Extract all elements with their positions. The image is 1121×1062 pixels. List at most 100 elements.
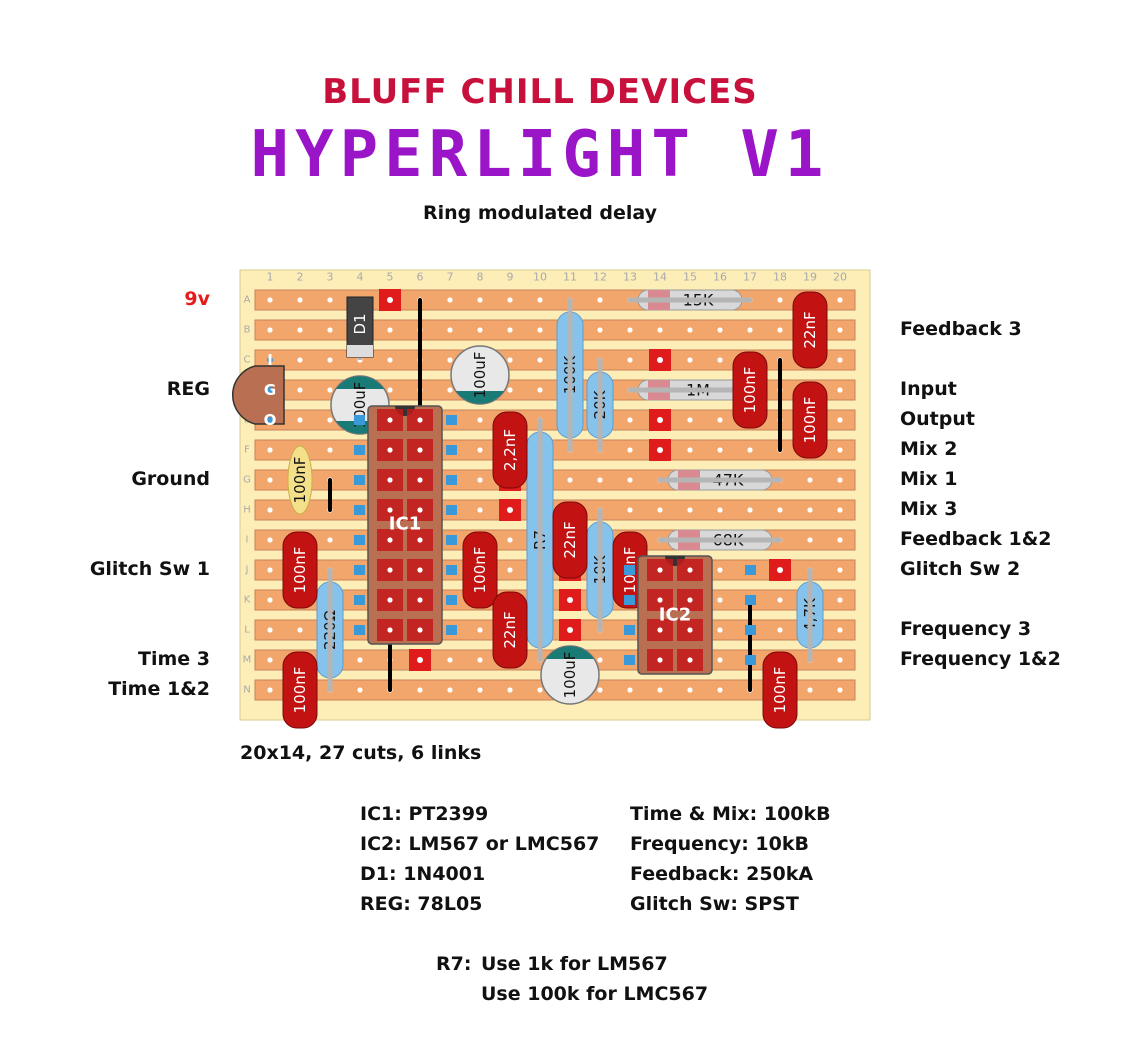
row-letter: K	[244, 595, 251, 606]
row-letter: L	[244, 625, 250, 636]
hole	[267, 477, 273, 483]
right-label: Mix 1	[900, 468, 958, 490]
spec-frequency: Frequency: 10kB	[630, 833, 809, 855]
hole	[327, 417, 333, 423]
spec-time-mix: Time & Mix: 100kB	[630, 803, 831, 825]
capacitor-label: 22nF	[801, 311, 819, 348]
hole	[837, 687, 843, 693]
right-label: Frequency 3	[900, 618, 1032, 640]
hole	[837, 447, 843, 453]
ic-socket-mark	[745, 565, 756, 575]
hole	[297, 627, 303, 633]
row-letter: B	[244, 325, 251, 336]
hole	[687, 687, 693, 693]
hole	[747, 447, 753, 453]
hole	[627, 327, 633, 333]
ic-pin	[687, 627, 693, 633]
column-number: 11	[563, 271, 577, 284]
column-number: 12	[593, 271, 607, 284]
ic-pin	[417, 597, 423, 603]
spec-glitch-sw: Glitch Sw: SPST	[630, 893, 799, 915]
hole	[837, 477, 843, 483]
hole	[687, 417, 693, 423]
hole	[717, 507, 723, 513]
ic-socket-mark	[624, 625, 635, 635]
ic-pin	[687, 657, 693, 663]
column-number: 15	[683, 271, 697, 284]
hole	[327, 537, 333, 543]
regulator-pin	[267, 357, 273, 363]
board-background	[239, 269, 871, 721]
note-prefix: R7:	[436, 953, 472, 975]
hole	[537, 687, 543, 693]
copper-strip	[254, 349, 856, 371]
hole	[447, 357, 453, 363]
film-capacitor: 100nF	[762, 651, 798, 729]
hole	[387, 327, 393, 333]
regulator-pin-label: G	[264, 381, 276, 399]
hole	[837, 387, 843, 393]
hole	[267, 447, 273, 453]
hole	[837, 597, 843, 603]
column-number: 5	[387, 271, 394, 284]
column-number: 13	[623, 271, 637, 284]
hole	[807, 507, 813, 513]
ceramic-body	[287, 445, 313, 515]
electrolytic-label: 100uF	[471, 352, 489, 399]
diode-d1: D1	[346, 296, 374, 360]
ic-label: IC1	[389, 514, 421, 535]
diode-label: D1	[351, 313, 369, 334]
ic-pin	[417, 447, 423, 453]
electrolytic-body	[540, 645, 600, 705]
ic1-chip: IC1	[367, 405, 443, 645]
ic-socket-mark	[354, 445, 365, 455]
column-number: 17	[743, 271, 757, 284]
ic-socket-mark	[446, 505, 457, 515]
hole	[447, 687, 453, 693]
regulator-pin-label: O	[264, 411, 277, 429]
ic-pin	[657, 567, 663, 573]
right-label: Frequency 1&2	[900, 648, 1061, 670]
hole	[837, 327, 843, 333]
ic-pin	[387, 417, 393, 423]
film-capacitor: 100nF	[732, 351, 768, 429]
ic-pin	[417, 417, 423, 423]
hole	[477, 447, 483, 453]
regulator-pin	[267, 417, 273, 423]
hole	[387, 357, 393, 363]
row-letter: J	[245, 565, 249, 576]
capacitor-body	[492, 411, 528, 489]
regulator-body	[231, 365, 285, 425]
hole	[687, 507, 693, 513]
column-number: 9	[507, 271, 514, 284]
cut-hole	[657, 357, 663, 363]
regulator-pin	[267, 387, 273, 393]
capacitor-body	[552, 501, 588, 579]
capacitor-label: 100nF	[801, 397, 819, 444]
ic-socket-mark	[446, 565, 457, 575]
ic-socket-mark	[354, 475, 365, 485]
column-number: 2	[297, 271, 304, 284]
electrolytic-capacitor: 100uF	[540, 645, 600, 705]
ic-socket-mark	[354, 505, 365, 515]
diode-band	[347, 345, 373, 357]
hole	[477, 327, 483, 333]
hole	[477, 657, 483, 663]
capacitor-label: 2,2nF	[501, 429, 519, 471]
hole	[507, 357, 513, 363]
hole	[267, 297, 273, 303]
hole	[717, 657, 723, 663]
left-label: Ground	[131, 468, 210, 490]
ic-socket-mark	[354, 415, 365, 425]
hole	[477, 297, 483, 303]
hole	[597, 327, 603, 333]
column-number: 7	[447, 271, 454, 284]
ic-pin	[417, 507, 423, 513]
ic-pin	[657, 627, 663, 633]
left-label: REG	[166, 378, 210, 400]
subtitle: Ring modulated delay	[422, 202, 657, 224]
ceramic-label: 100nF	[291, 457, 309, 504]
film-capacitor: 100nF	[282, 651, 318, 729]
capacitor-label: 22nF	[561, 521, 579, 558]
